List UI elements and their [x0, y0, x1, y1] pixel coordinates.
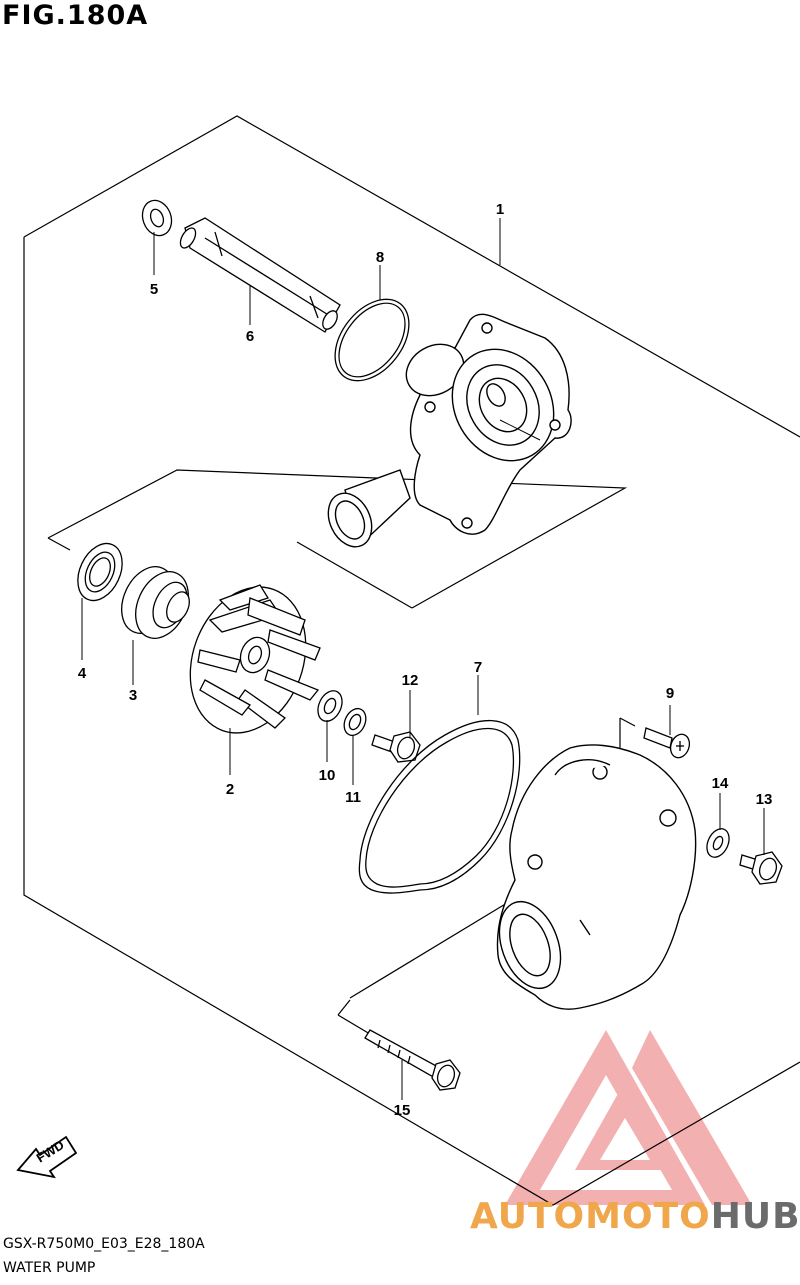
part-9-screw [643, 727, 691, 759]
diagram-name: WATER PUMP [3, 1260, 96, 1276]
callout-4: 4 [78, 665, 87, 682]
callout-10: 10 [319, 767, 336, 784]
part-5-washer [141, 199, 173, 237]
callout-9: 9 [666, 685, 674, 702]
part-7-gasket [358, 719, 521, 894]
callout-6: 6 [246, 328, 254, 345]
callout-3: 3 [129, 687, 137, 704]
diagram-code: GSX-R750M0_E03_E28_180A [3, 1236, 205, 1252]
part-4-oil-seal [77, 542, 123, 602]
part-10-washer [317, 690, 343, 722]
callout-8: 8 [376, 249, 384, 266]
callout-2: 2 [226, 781, 234, 798]
callout-13: 13 [756, 791, 773, 808]
part-2-impeller [189, 584, 321, 734]
callout-14: 14 [712, 775, 729, 792]
watermark-text: AUTOMOTOHUB [470, 1196, 800, 1237]
watermark-text-b: HUB [710, 1196, 800, 1237]
watermark-logo-icon [505, 1030, 752, 1205]
figure-title: FIG.180A [2, 0, 149, 31]
part-11-nut [343, 707, 367, 737]
part-1-pump-body [327, 313, 572, 548]
watermark-text-a: AUTOMOTO [470, 1196, 711, 1237]
part-6-shaft [179, 217, 341, 333]
leader-lines [81, 218, 765, 1100]
part-15-long-bolt [364, 1029, 461, 1091]
part-8-o-ring [334, 298, 410, 382]
callout-numbers: 1 2 3 4 5 6 7 8 9 10 11 12 13 14 15 [78, 201, 773, 1119]
part-12-bolt [371, 731, 421, 763]
part-13-bolt [739, 851, 783, 885]
callout-7: 7 [474, 659, 482, 676]
callout-15: 15 [394, 1102, 411, 1119]
part-3-mechanical-seal [121, 566, 190, 639]
part-14-washer [706, 828, 730, 858]
callout-11: 11 [345, 789, 361, 806]
fwd-arrow-icon: FWD [16, 1135, 78, 1179]
assembly-boundary [23, 115, 800, 1206]
callout-12: 12 [402, 672, 419, 689]
pump-cover [496, 744, 697, 1010]
callout-1: 1 [496, 201, 504, 218]
callout-5: 5 [150, 281, 158, 298]
